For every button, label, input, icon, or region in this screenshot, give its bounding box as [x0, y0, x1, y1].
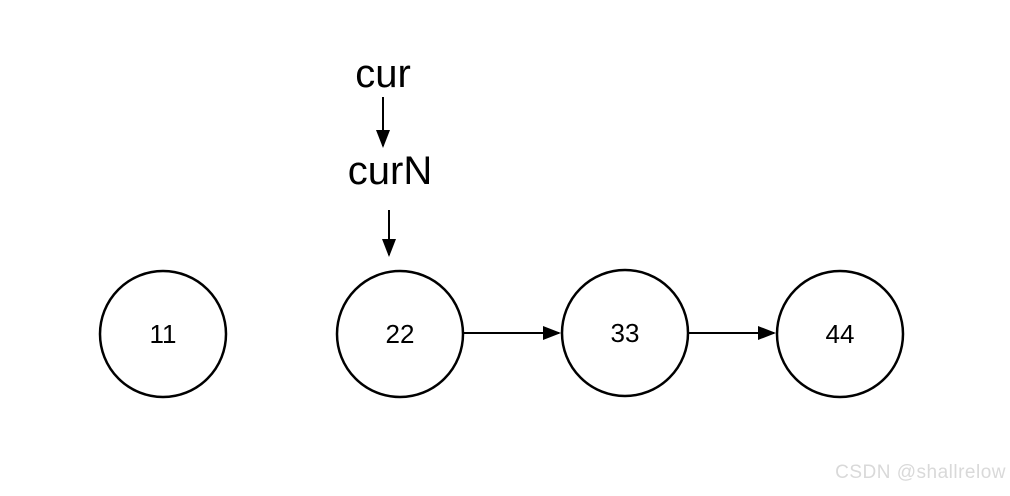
node-22-value: 22 — [386, 319, 415, 349]
node-33-circle — [560, 268, 690, 398]
node-11-circle — [98, 269, 228, 399]
node-44: 44 — [775, 269, 905, 399]
node-22-circle — [335, 269, 465, 399]
node-33-value: 33 — [611, 318, 640, 348]
node-22: 22 — [335, 269, 465, 399]
pointer-label-cur: cur — [355, 52, 411, 96]
node-44-circle — [775, 269, 905, 399]
pointer-label-curn: curN — [348, 149, 432, 193]
watermark: CSDN @shallrelow — [835, 462, 1006, 483]
node-11-value: 11 — [150, 319, 177, 349]
node-11: 11 — [98, 269, 228, 399]
node-44-value: 44 — [826, 319, 855, 349]
node-33: 33 — [560, 268, 690, 398]
